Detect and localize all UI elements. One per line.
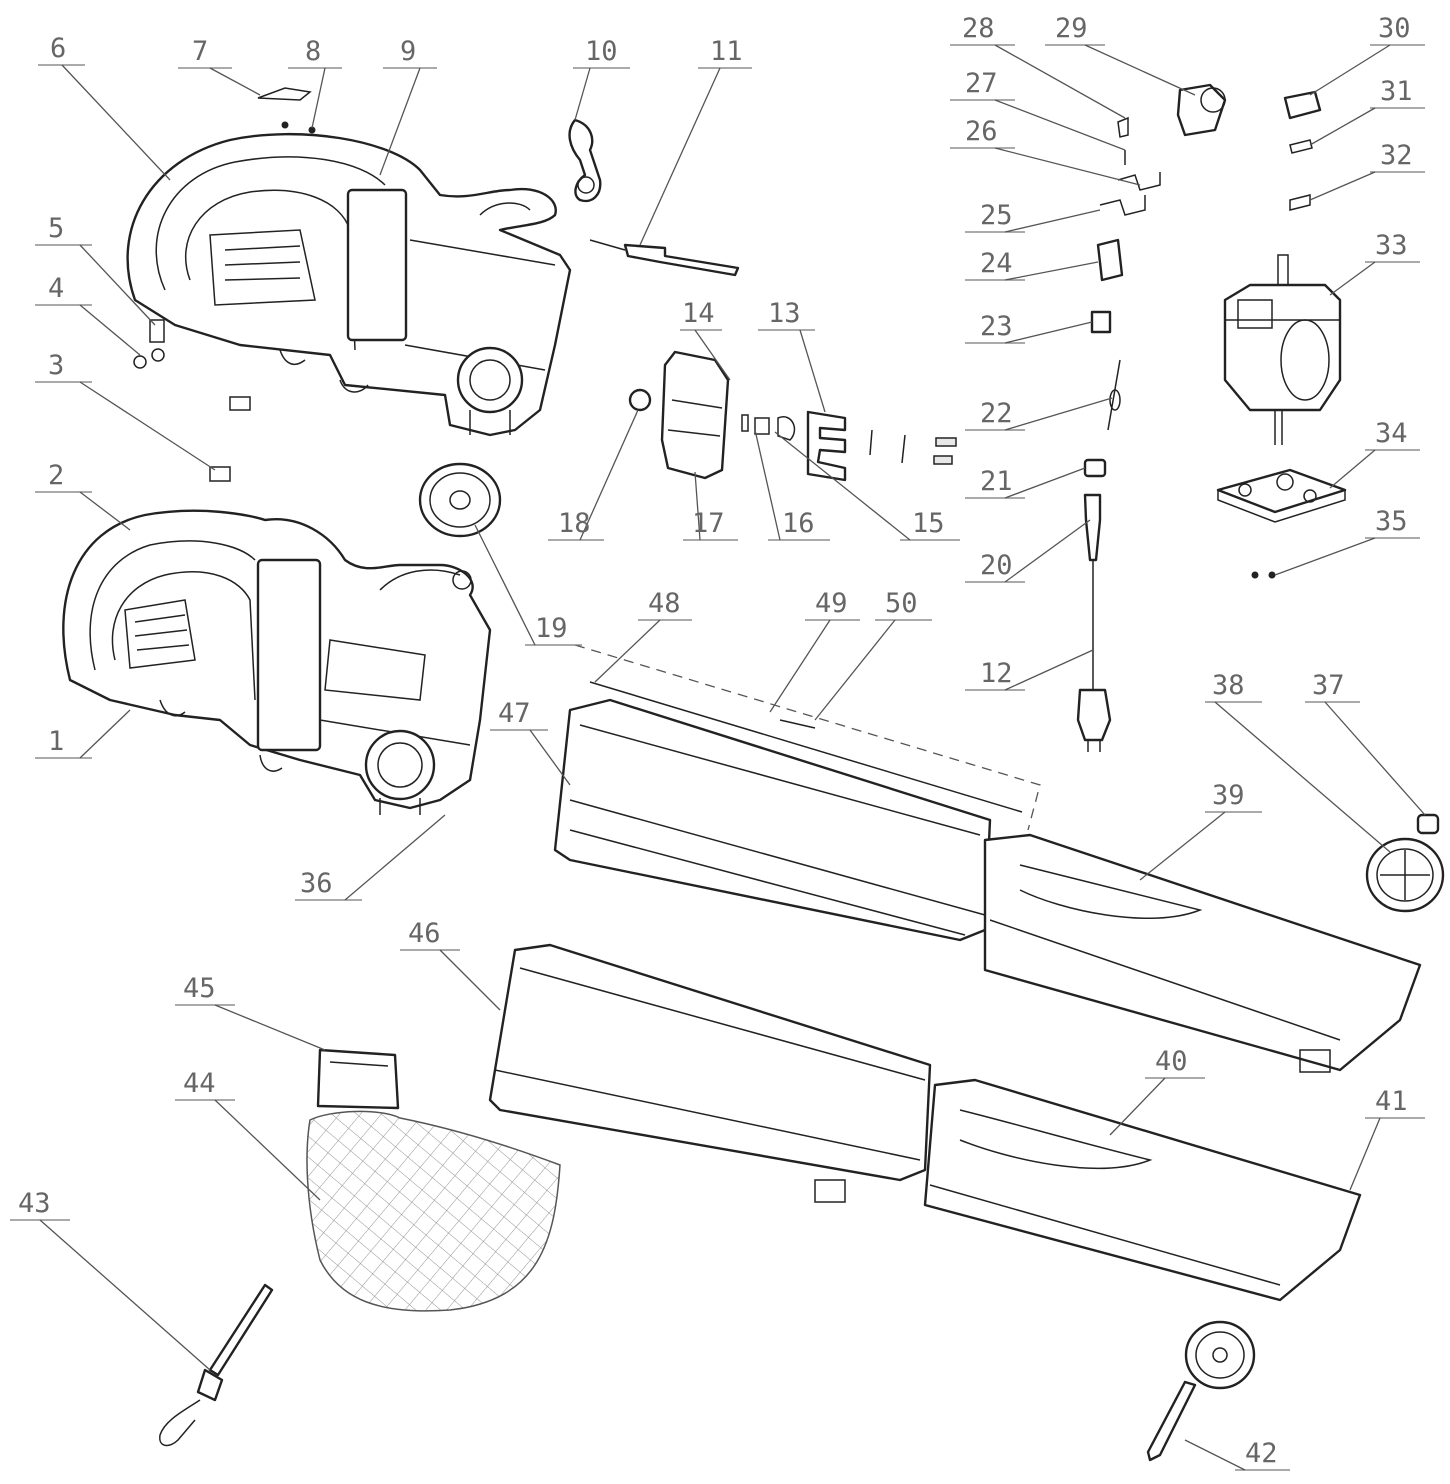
shoulder-strap <box>159 1283 274 1447</box>
callout-15: 15 <box>912 508 945 539</box>
callout-20: 20 <box>980 550 1013 581</box>
callout-8: 8 <box>305 36 321 67</box>
callout-42: 42 <box>1245 1438 1278 1469</box>
callout-47: 47 <box>498 698 531 729</box>
callout-37: 37 <box>1312 670 1345 701</box>
callout-34: 34 <box>1375 418 1408 449</box>
callout-7: 7 <box>192 36 208 67</box>
callout-43: 43 <box>18 1188 51 1219</box>
callout-6: 6 <box>50 33 66 64</box>
callout-12: 12 <box>980 658 1013 689</box>
callout-40: 40 <box>1155 1046 1188 1077</box>
callout-16: 16 <box>782 508 815 539</box>
tube-lower <box>488 943 1362 1302</box>
small-fasteners-left <box>133 87 316 482</box>
callout-5: 5 <box>48 213 64 244</box>
callout-19: 19 <box>535 613 568 644</box>
callout-35: 35 <box>1375 506 1408 537</box>
callout-41: 41 <box>1375 1086 1408 1117</box>
part-10-lever <box>568 118 602 203</box>
switch-assembly <box>628 350 957 482</box>
callout-45: 45 <box>183 973 216 1004</box>
callout-32: 32 <box>1380 140 1413 171</box>
callout-21: 21 <box>980 466 1013 497</box>
collection-bag <box>306 1048 561 1312</box>
callout-29: 29 <box>1055 13 1088 44</box>
housing-half-upper <box>126 132 572 437</box>
callout-26: 26 <box>965 116 998 147</box>
callout-28: 28 <box>962 13 995 44</box>
callout-9: 9 <box>400 36 416 67</box>
callout-25: 25 <box>980 200 1013 231</box>
callout-38: 38 <box>1212 670 1245 701</box>
callout-1: 1 <box>48 726 64 757</box>
callout-22: 22 <box>980 398 1013 429</box>
callout-50: 50 <box>885 588 918 619</box>
callout-numbers: 1 2 3 4 5 6 7 8 9 10 11 12 13 14 15 16 1… <box>18 13 1413 1469</box>
callout-18: 18 <box>558 508 591 539</box>
callout-27: 27 <box>965 68 998 99</box>
callout-23: 23 <box>980 311 1013 342</box>
callout-36: 36 <box>300 868 333 899</box>
rod-and-spring <box>574 644 1041 831</box>
callout-3: 3 <box>48 350 64 381</box>
callout-13: 13 <box>768 298 801 329</box>
motor-assembly <box>1216 254 1347 579</box>
housing-half-lower <box>62 509 492 815</box>
callout-24: 24 <box>980 248 1013 279</box>
callout-4: 4 <box>48 273 64 304</box>
callout-31: 31 <box>1380 76 1413 107</box>
electrical-parts <box>1076 83 1322 752</box>
callout-48: 48 <box>648 588 681 619</box>
callout-33: 33 <box>1375 230 1408 261</box>
tube-upper <box>553 698 1422 1073</box>
callout-11: 11 <box>710 36 743 67</box>
callout-10: 10 <box>585 36 618 67</box>
callout-14: 14 <box>682 298 715 329</box>
callout-30: 30 <box>1378 13 1411 44</box>
callout-44: 44 <box>183 1068 216 1099</box>
callout-39: 39 <box>1212 780 1245 811</box>
wheels <box>1146 813 1445 1462</box>
callout-49: 49 <box>815 588 848 619</box>
callout-2: 2 <box>48 460 64 491</box>
part-19-impeller <box>418 462 502 538</box>
callout-17: 17 <box>692 508 725 539</box>
callout-leaders <box>10 44 1426 1471</box>
callout-46: 46 <box>408 918 441 949</box>
part-11-rod <box>589 239 740 277</box>
